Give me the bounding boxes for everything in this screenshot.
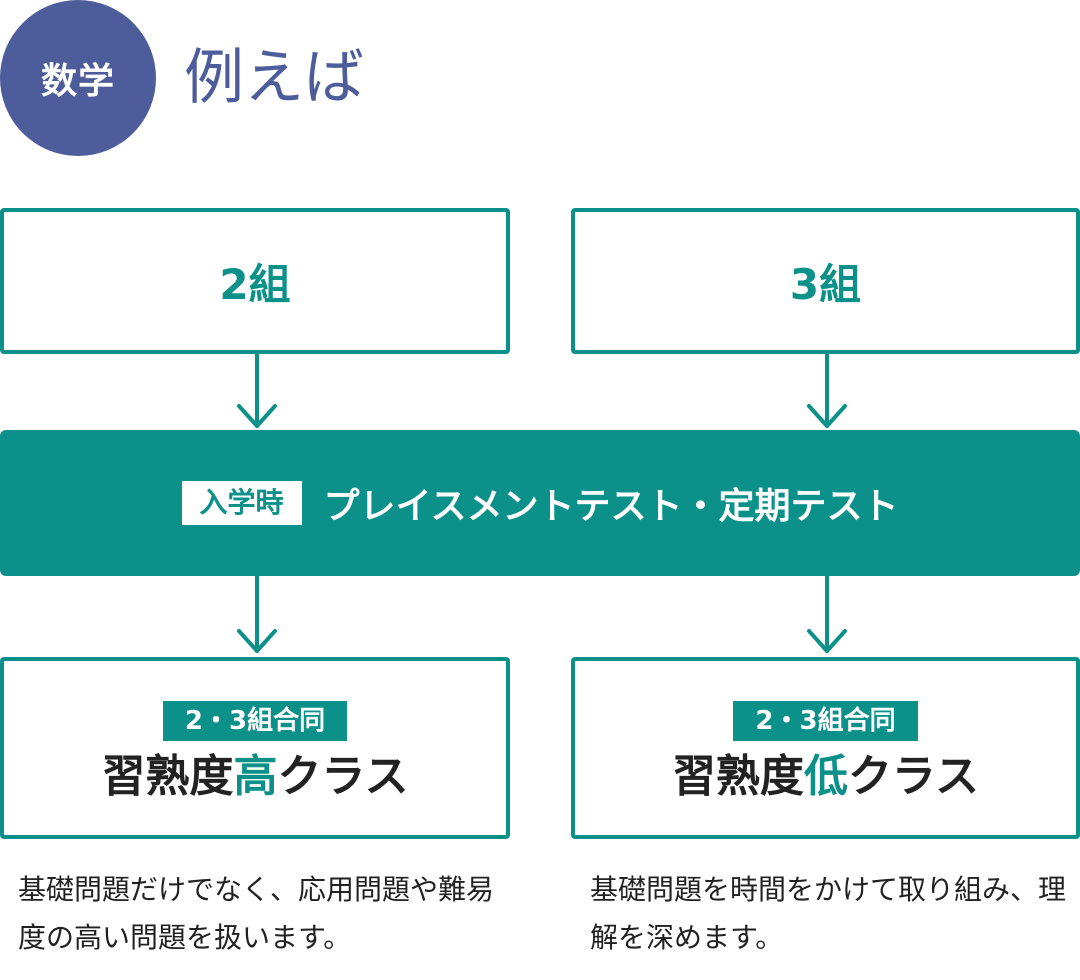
combined-class-tag: 2・3組合同 xyxy=(162,701,348,741)
low-level-class-box: 2・3組合同 習熟度低クラス xyxy=(571,657,1080,839)
subject-label: 数学 xyxy=(40,61,115,102)
level-title-pre: 習熟度 xyxy=(101,751,234,802)
arrow-down-icon xyxy=(237,574,277,653)
level-highlight-high: 高 xyxy=(233,751,278,802)
timing-tag: 入学時 xyxy=(181,481,302,525)
level-title-low: 習熟度低クラス xyxy=(575,747,1076,807)
level-title-post: クラス xyxy=(277,751,409,802)
level-title-pre: 習熟度 xyxy=(671,751,804,802)
level-highlight-low: 低 xyxy=(803,751,848,802)
class-label-2: 2組 xyxy=(219,259,291,309)
high-level-description: 基礎問題だけでなく、応用問題や難易度の高い問題を扱います。 xyxy=(18,873,495,954)
level-title-high: 習熟度高クラス xyxy=(4,747,506,807)
low-level-description: 基礎問題を時間をかけて取り組み、理解を深めます。 xyxy=(590,873,1067,954)
class-box-2: 2組 xyxy=(0,208,510,354)
combined-class-tag: 2・3組合同 xyxy=(733,701,918,741)
high-level-class-box: 2・3組合同 習熟度高クラス xyxy=(0,657,510,839)
placement-test-band: 入学時 プレイスメントテスト・定期テスト xyxy=(0,430,1080,576)
arrow-down-icon xyxy=(807,574,847,653)
test-label: プレイスメントテスト・定期テスト xyxy=(323,486,899,527)
subject-badge: 数学 xyxy=(0,0,156,156)
class-box-3: 3組 xyxy=(571,208,1080,354)
page-heading: 例えば xyxy=(184,43,364,113)
arrow-down-icon xyxy=(237,352,277,428)
arrow-down-icon xyxy=(807,352,847,428)
level-title-post: クラス xyxy=(847,751,980,802)
class-label-3: 3組 xyxy=(789,259,862,309)
